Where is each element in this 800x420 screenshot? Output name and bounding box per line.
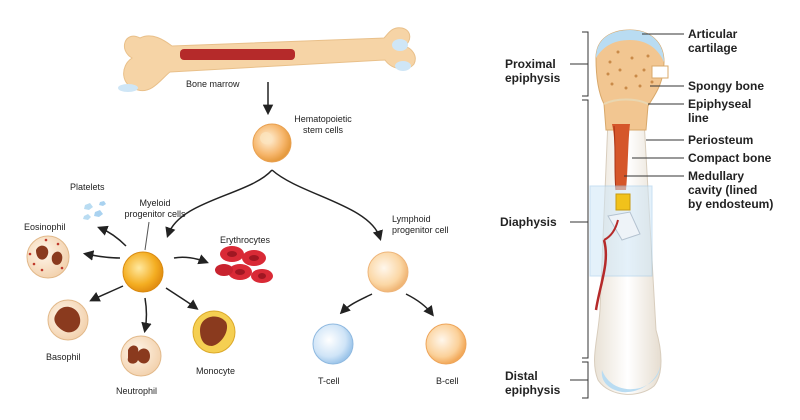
label-bone-marrow: Bone marrow: [186, 79, 240, 89]
t-cell: [312, 323, 354, 365]
label-lymphoid: Lymphoid progenitor cell: [392, 214, 449, 235]
label-stem-cells: Hematopoietic stem cells: [294, 114, 352, 135]
monocyte-cell: [192, 310, 236, 354]
label-compact-bone: Compact bone: [688, 151, 772, 165]
bone-marrow-band: [180, 49, 295, 60]
neutrophil-cell: [120, 335, 162, 377]
basophil-cell: [47, 299, 89, 341]
femur-illustration: [589, 29, 669, 395]
label-myeloid: Myeloid progenitor cells: [124, 198, 186, 219]
label-erythrocytes: Erythrocytes: [220, 235, 271, 245]
label-t-cell: T-cell: [318, 376, 340, 386]
label-distal-epiphysis: Distal epiphysis: [505, 369, 561, 397]
label-periosteum: Periosteum: [688, 133, 754, 147]
label-neutrophil: Neutrophil: [116, 386, 158, 396]
eosinophil-cell: [26, 235, 70, 279]
platelets-illustration: [83, 201, 106, 220]
label-medullary-cavity: Medullary cavity (lined by endosteum): [688, 169, 774, 211]
label-epiphyseal-line: Epiphyseal line: [688, 97, 752, 125]
label-basophil: Basophil: [46, 352, 81, 362]
erythrocytes-cluster: [215, 246, 273, 283]
myeloid-progenitor-cell: [122, 251, 164, 293]
label-platelets: Platelets: [70, 182, 105, 192]
label-monocyte: Monocyte: [196, 366, 236, 376]
region-brackets: [570, 31, 589, 399]
label-diaphysis: Diaphysis: [500, 215, 557, 229]
label-b-cell: B-cell: [436, 376, 459, 386]
label-spongy-bone: Spongy bone: [688, 79, 764, 93]
lymphoid-progenitor-cell: [367, 251, 409, 293]
long-bone-illustration: [118, 27, 416, 92]
label-articular-cartilage: Articular cartilage: [688, 27, 738, 55]
leader-lines: [624, 33, 684, 177]
b-cell: [425, 323, 467, 365]
label-proximal-epiphysis: Proximal epiphysis: [505, 57, 561, 85]
label-eosinophil: Eosinophil: [24, 222, 66, 232]
